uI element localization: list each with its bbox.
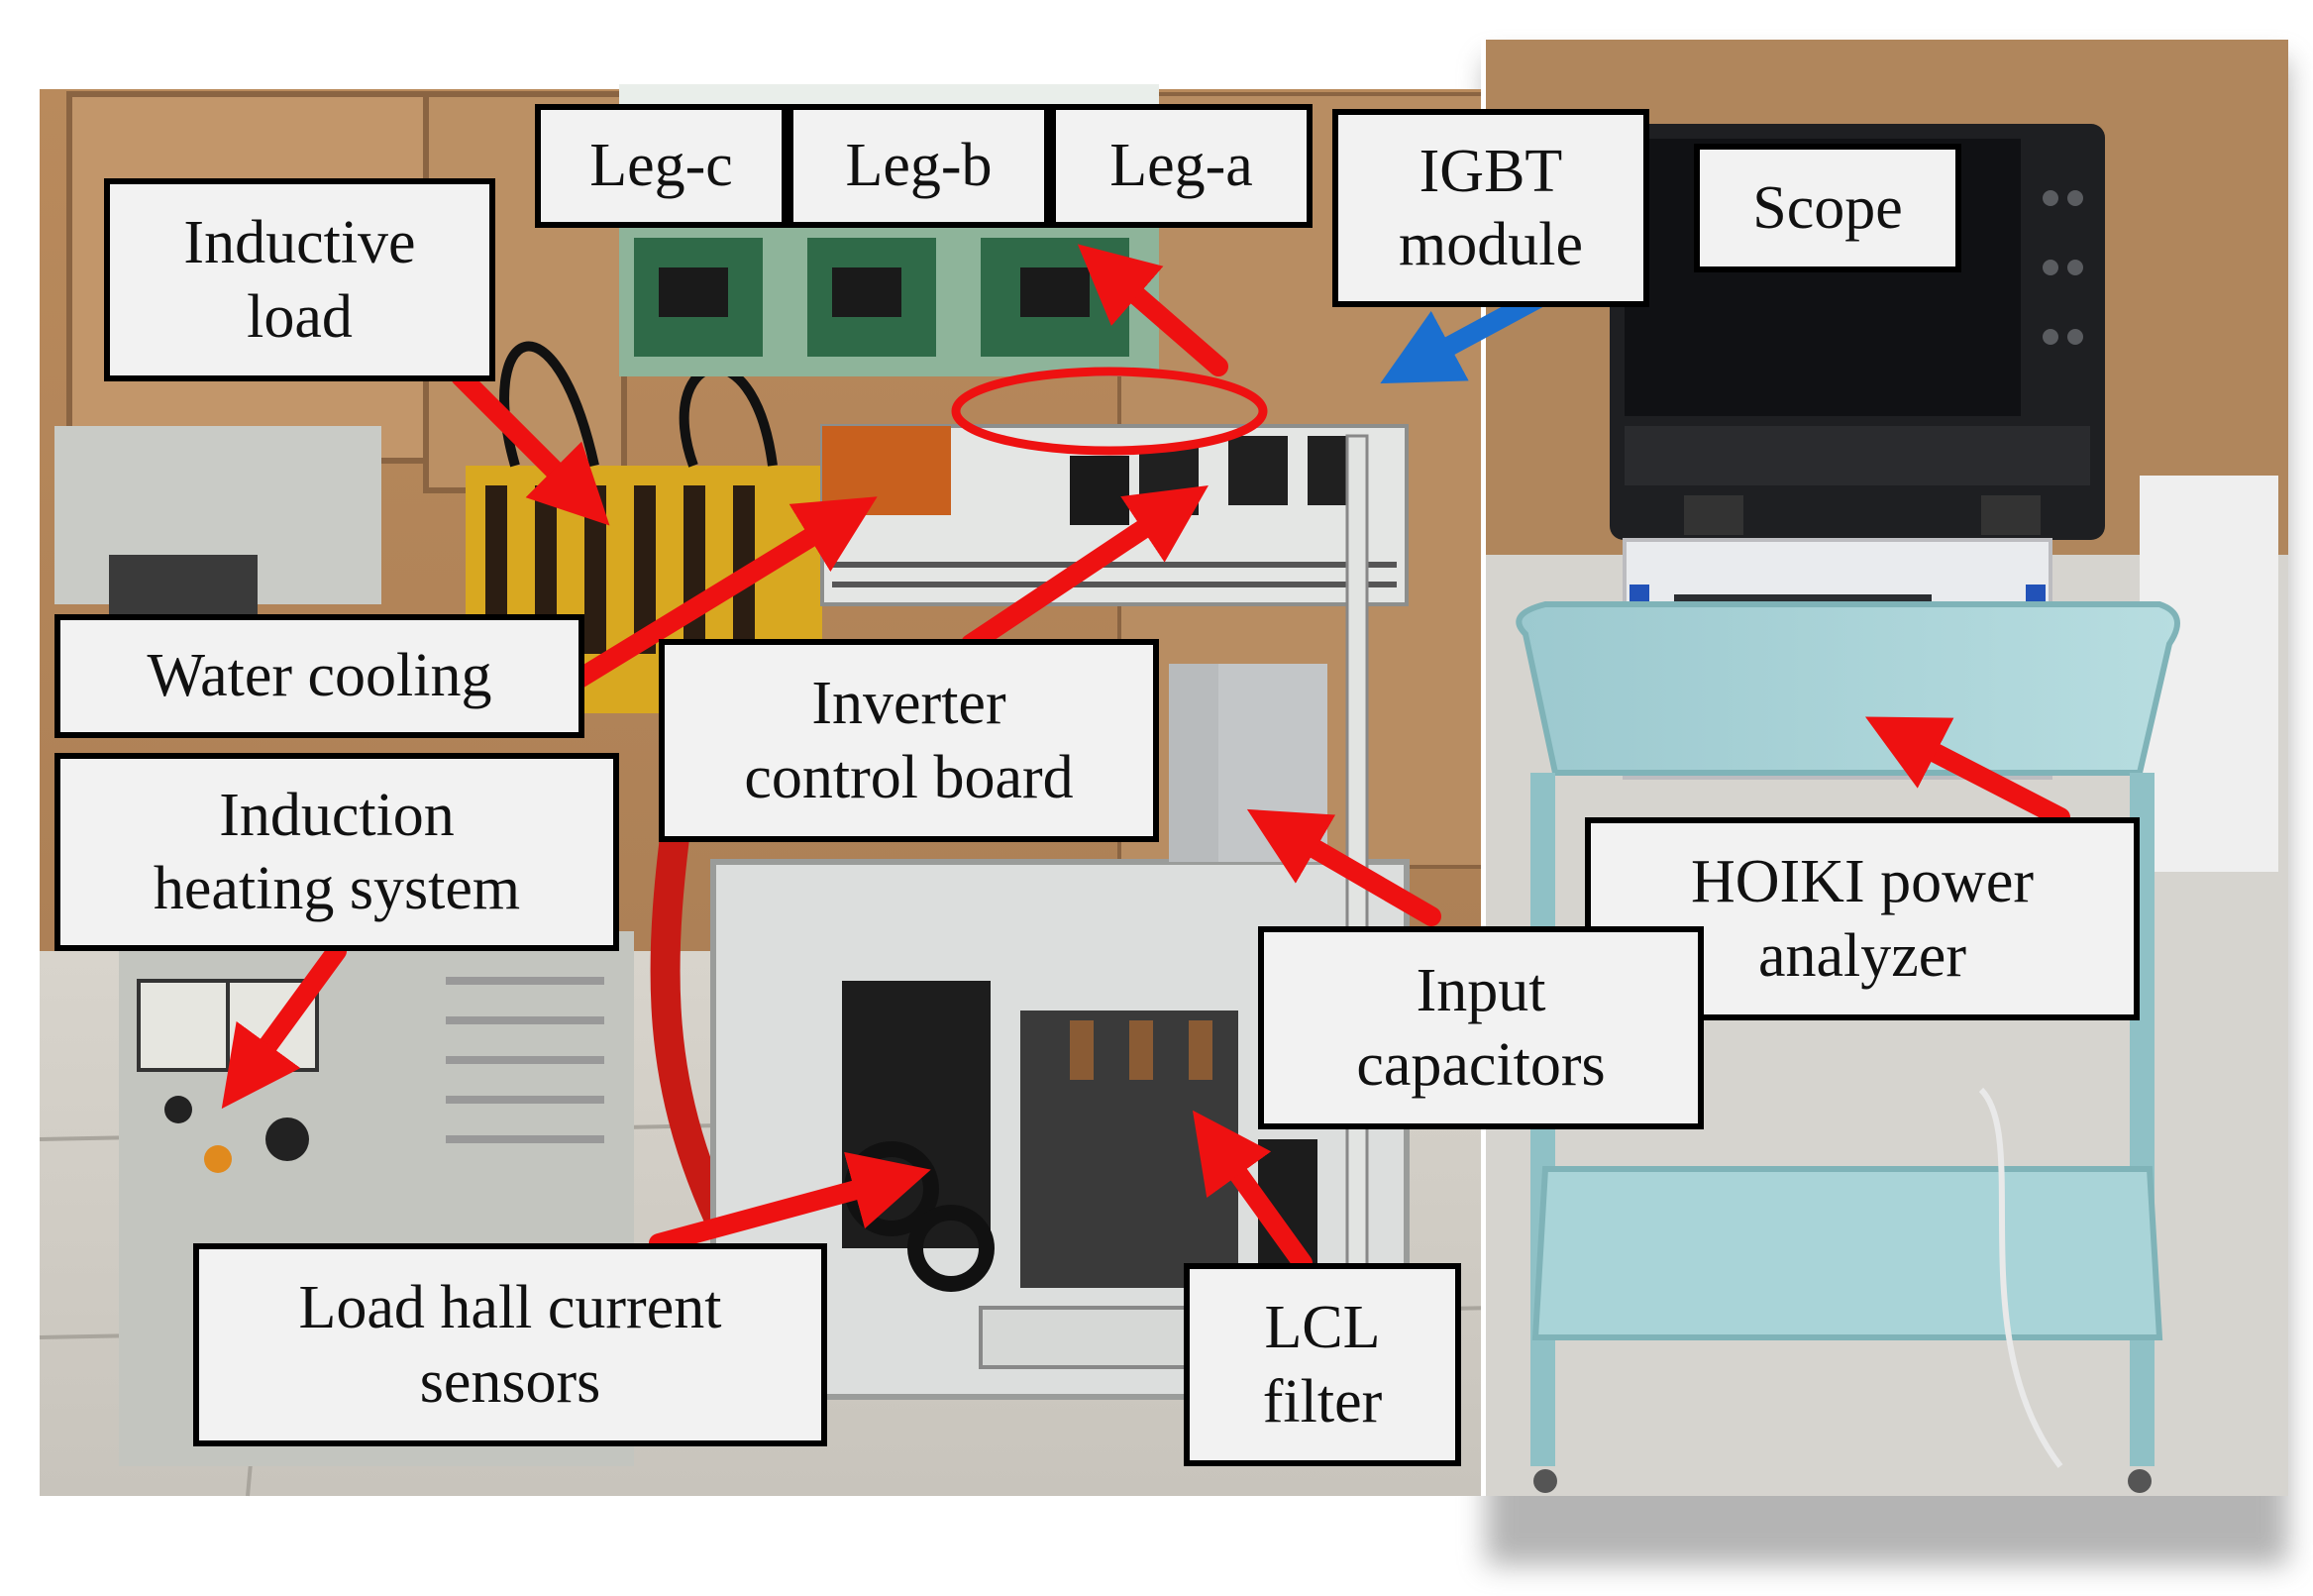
arrow-load-hall-current-sensors [649,1151,931,1253]
label-leg-c: Leg-c [535,104,788,228]
label-lcl-filter: LCL filter [1184,1263,1461,1466]
label-inverter-control-board: Inverter control board [659,639,1159,842]
arrow-inverter-control-board [961,485,1209,654]
arrow-input-capacitors [1246,808,1441,926]
arrow-inductive-load [451,367,610,526]
label-scope: Scope [1694,144,1961,272]
label-load-hall-current-sensors: Load hall current sensors [193,1243,827,1446]
label-leg-a: Leg-a [1050,104,1313,228]
label-igbt-module: IGBT module [1332,109,1649,307]
label-input-capacitors: Input capacitors [1258,926,1704,1129]
arrow-hoiki-power-analyzer [1864,716,2070,827]
label-induction-heating-system: Induction heating system [54,753,619,951]
label-leg-b: Leg-b [788,104,1050,228]
arrow-water-cooling [570,496,878,689]
annotation-arrows [221,244,2070,1273]
arrow-leg-a [1077,244,1228,376]
arrow-induction-heating-system [221,941,347,1110]
arrow-igbt-module [1380,287,1550,384]
igbt-highlight-ellipse [951,367,1268,456]
legs-inset-photo [619,84,1159,376]
arrow-lcl-filter [1192,1110,1313,1273]
label-water-cooling: Water cooling [54,614,584,738]
label-inductive-load: Inductive load [104,178,495,381]
